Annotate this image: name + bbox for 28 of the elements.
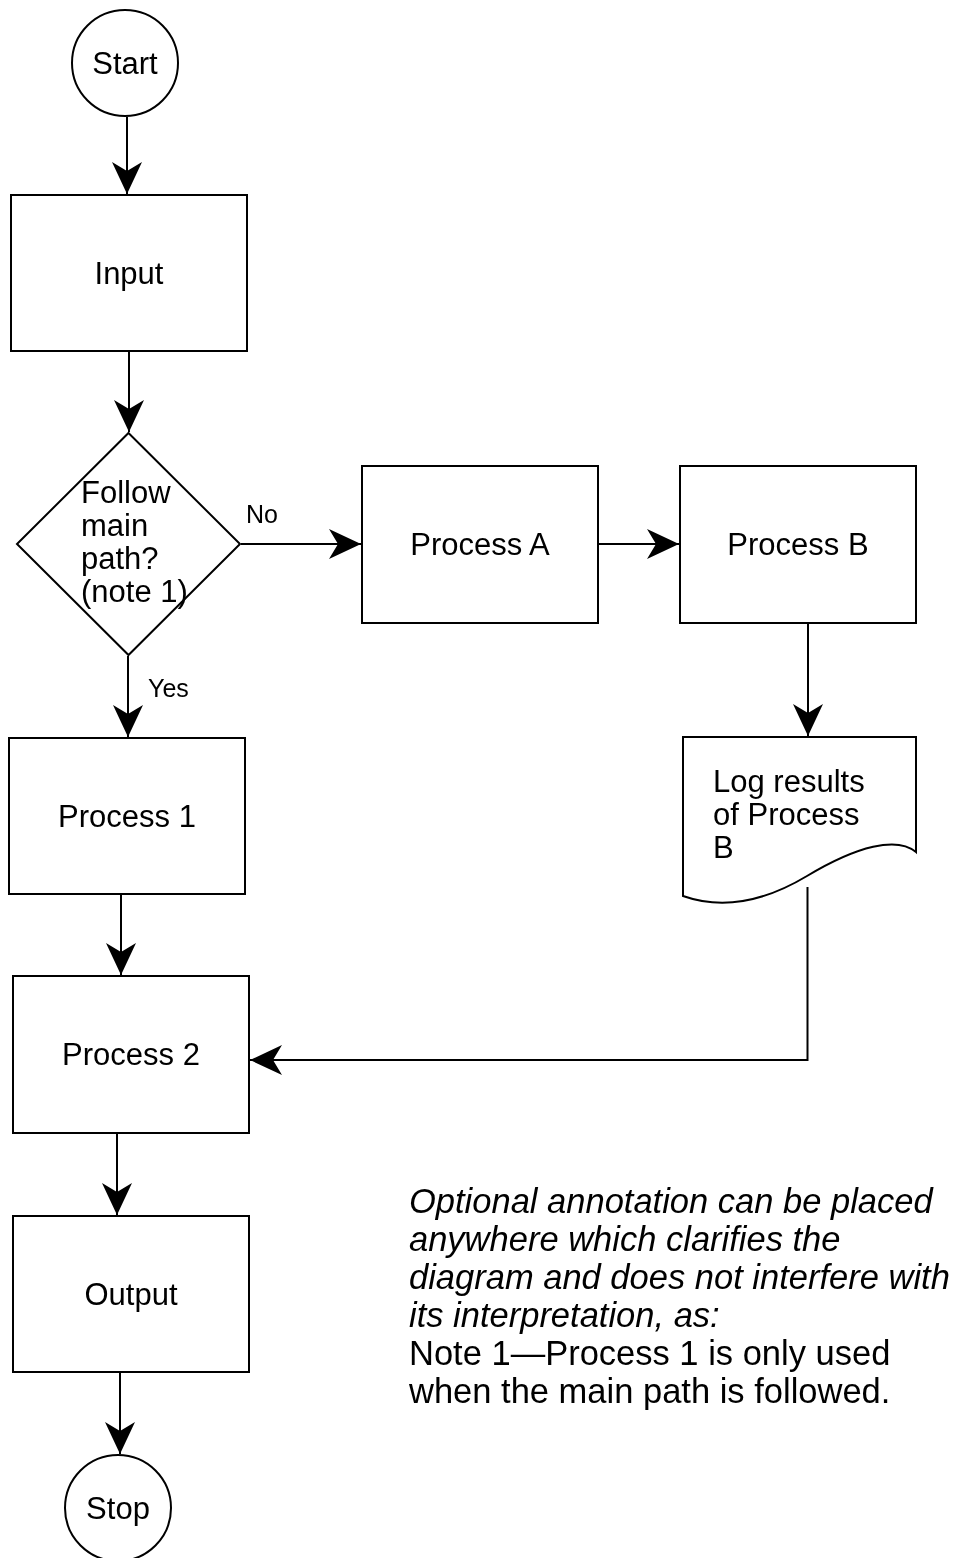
- node-label: Start: [92, 46, 158, 80]
- annotation-note: Optional annotation can be placed anywhere which clarifies the diagram and does not interfere with its interpretation, as:: [409, 1182, 951, 1334]
- process-box: [679, 465, 917, 624]
- arrow: [112, 116, 142, 195]
- node-label: Follow main path? (note 1): [81, 476, 189, 608]
- process-box: [10, 194, 248, 352]
- process-box: [12, 975, 250, 1134]
- arrow: [793, 623, 823, 737]
- process-box: [12, 1215, 250, 1373]
- arrow: [106, 894, 136, 976]
- arrow: [102, 1133, 132, 1216]
- node-label: Process 1: [58, 799, 196, 833]
- node-label: Log results of Process B: [713, 765, 866, 864]
- arrow: [598, 529, 680, 559]
- node-label: Stop: [86, 1491, 150, 1525]
- arrow: [113, 655, 143, 738]
- node-label: Process A: [410, 528, 550, 561]
- node-label: Process B: [727, 528, 869, 561]
- node-label: Input: [94, 256, 164, 290]
- process-box: [8, 737, 246, 895]
- annotation-note: Note 1—Process 1 is only used when the main path is followed.: [409, 1334, 892, 1410]
- arrow: [249, 886, 809, 1075]
- arrow: [105, 1372, 135, 1455]
- arrow: [114, 351, 144, 433]
- arrow: [240, 529, 362, 559]
- node-label: Process 2: [62, 1038, 200, 1071]
- process-box: [361, 465, 599, 624]
- node-label: Output: [84, 1277, 178, 1311]
